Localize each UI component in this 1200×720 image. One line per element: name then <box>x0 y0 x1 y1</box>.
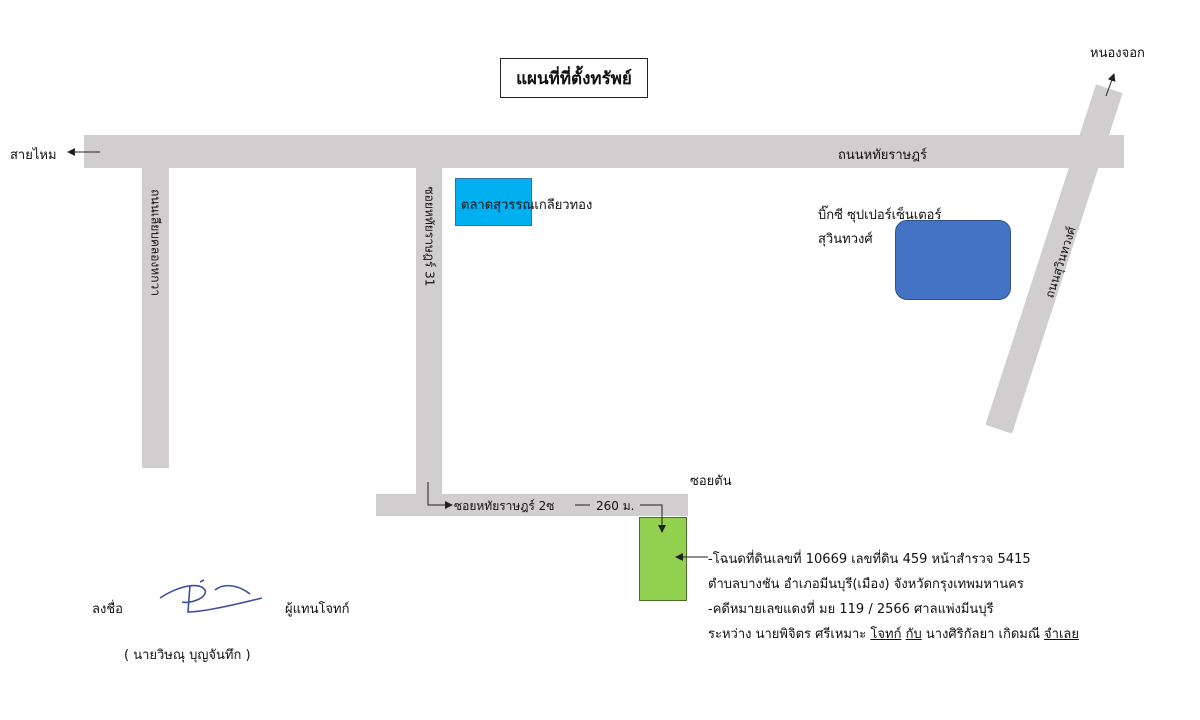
distance-route-arrow <box>640 504 666 533</box>
soi-route-arrow <box>427 482 453 509</box>
nongchok-arrow <box>1105 73 1116 97</box>
main-road-label: ถนนหทัยราษฎร์ <box>838 148 927 163</box>
soi-31-road <box>416 168 442 494</box>
market-label: ตลาดสุวรรณเกลียวทอง <box>461 198 593 213</box>
soi-2-road <box>376 494 688 516</box>
property-note-line3: -คดีหมายเลขแดงที่ มย 119 / 2566 ศาลแพ่งม… <box>708 602 994 617</box>
map-title: แผนที่ที่ตั้งทรัพย์ <box>500 58 648 98</box>
bigc-label-line1: บิ๊กซี ซุปเปอร์เซ็นเตอร์ <box>818 208 942 223</box>
market-box <box>455 178 532 226</box>
sign-name: ( นายวิษณุ บุญจันทึก ) <box>124 648 251 663</box>
note-defendant-name: นางศิริกัลยา เกิดมณี <box>921 627 1045 642</box>
note-defendant: จำเลย <box>1044 627 1079 642</box>
bigc-label-line2: สุวินทวงศ์ <box>818 232 873 247</box>
dead-end-label: ซอยตัน <box>690 474 732 489</box>
sign-role: ผู้แทนโจทก์ <box>285 602 350 617</box>
direction-saimai: สายไหม <box>10 148 57 163</box>
left-soi-road <box>142 168 169 468</box>
property-note-line4: ระหว่าง นายพิจิตร ศรีเหมาะ โจทก์ กับ นาง… <box>708 623 1079 644</box>
property-note-line1: -โฉนดที่ดินเลขที่ 10669 เลขที่ดิน 459 หน… <box>708 552 1031 567</box>
note-plaintiff: โจทก์ <box>870 627 902 642</box>
main-road <box>84 135 1124 168</box>
sign-label: ลงชื่อ <box>92 602 123 617</box>
direction-nongchok: หนองจอก <box>1090 46 1145 61</box>
note-with: กับ <box>905 627 922 642</box>
distance-label: 260 ม. <box>596 499 635 513</box>
note-parties-prefix: ระหว่าง นายพิจิตร ศรีเหมาะ <box>708 627 871 642</box>
bigc-box <box>895 220 1011 300</box>
property-note-line2: ตำบลบางชัน อำเภอมีนบุรี(เมือง) จังหวัดกร… <box>708 577 1024 592</box>
signature-scribble <box>159 579 263 613</box>
soi-2-label: ซอยหทัยราษฎร์ 2ซ <box>454 499 555 513</box>
